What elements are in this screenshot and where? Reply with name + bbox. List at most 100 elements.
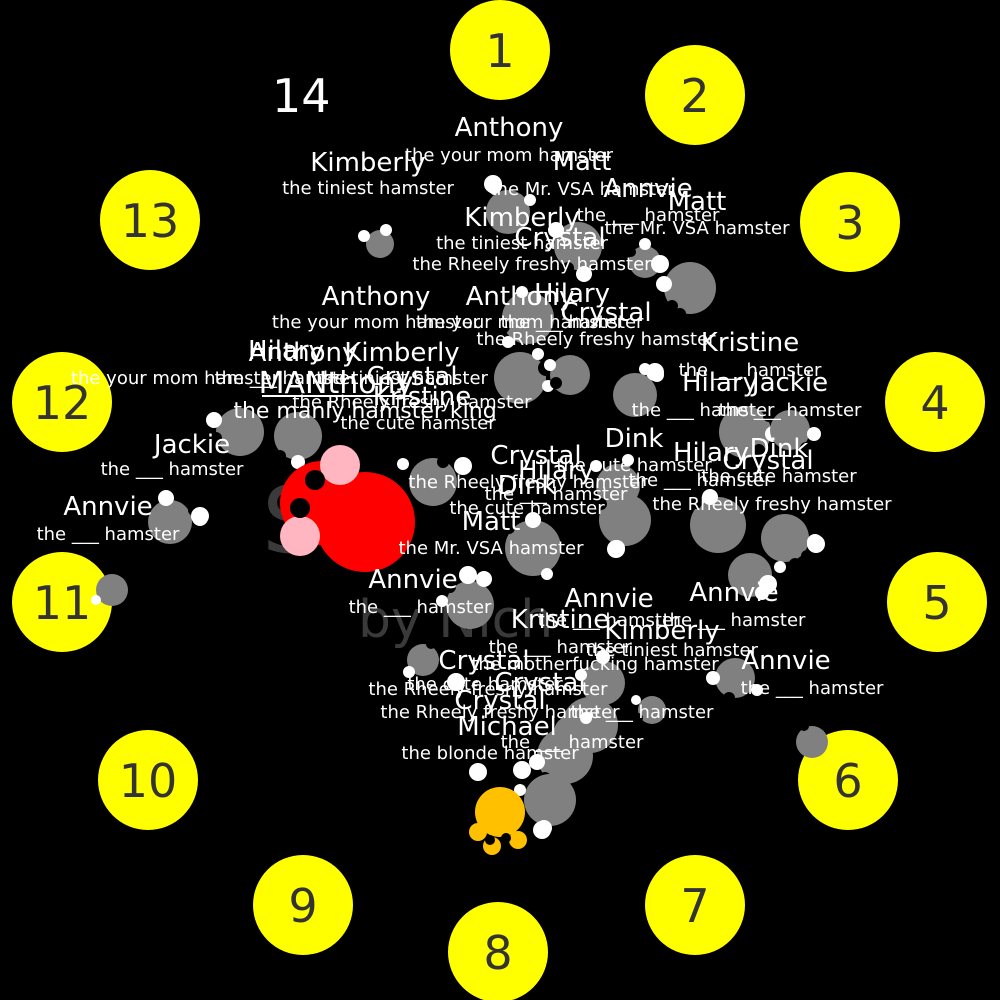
target-6[interactable]: 6 [798,730,898,830]
hamster-title: the ___ hamster [501,732,644,753]
hamster-ear [516,286,528,298]
hamster-body [216,408,264,456]
hamster-eye [753,444,765,456]
npc-hamster[interactable] [436,571,494,629]
target-circle[interactable] [253,855,353,955]
hamster-eye [723,692,735,704]
hamster-name: Hilary [673,438,749,468]
npc-hamster[interactable] [206,408,264,456]
npc-hamster[interactable] [656,262,716,320]
target-4[interactable]: 4 [885,352,985,452]
npc-hamster[interactable] [796,721,828,758]
hamster-name: Hilary [518,456,594,486]
npc-hamster[interactable] [690,489,746,553]
hamster-name: Crystal [560,298,651,328]
npc-hamster[interactable] [770,410,821,454]
target-circle[interactable] [100,170,200,270]
hamster-ear [514,784,526,796]
hamster-name: Crystal [366,362,457,392]
hamster-name: Crystal [454,686,545,716]
npc-hamster[interactable] [548,222,602,282]
target-circle[interactable] [645,45,745,145]
hamster-eye [579,657,591,669]
npc-hamster[interactable] [274,412,322,469]
player-hamster[interactable] [280,445,415,572]
target-7[interactable]: 7 [645,855,745,955]
target-number: 12 [33,376,92,430]
target-12[interactable]: 12 [12,352,112,452]
target-2[interactable]: 2 [645,45,745,145]
target-1[interactable]: 1 [450,0,550,100]
hamster-name: Anthony [455,113,564,143]
hamster-ear [191,507,209,525]
target-13[interactable]: 13 [100,170,200,270]
hamster-body [581,661,625,705]
target-circle[interactable] [448,902,548,1000]
npc-hamster[interactable] [358,224,394,258]
hamster-name: Crystal [514,223,605,253]
hamster-ear [533,821,551,839]
hamster-ear [436,595,448,607]
npc-hamster[interactable] [91,574,128,606]
target-circle[interactable] [98,730,198,830]
hamster-ear [206,412,222,428]
target-5[interactable]: 5 [887,552,987,652]
target-9[interactable]: 9 [253,855,353,955]
npc-hamster[interactable] [544,355,590,395]
hamster-title: the cute hamster [556,455,712,476]
hamster-body [446,581,494,629]
target-circle[interactable] [885,352,985,452]
npc-hamster[interactable] [626,238,661,278]
npc-hamster[interactable] [706,658,763,704]
target-8[interactable]: 8 [448,902,548,1000]
hamster-title: the Rheely freshy hamster [412,254,652,275]
target-circle[interactable] [800,172,900,272]
npc-hamster[interactable] [403,639,439,678]
hamster-eye [674,308,686,320]
npc-hamster[interactable] [494,286,554,348]
hamster-name: Kimberly [464,203,579,233]
hamster-body [494,352,546,404]
target-number: 3 [835,196,864,250]
hamster-ear [596,650,610,664]
target-circle[interactable] [887,552,987,652]
golden-ear [469,823,487,841]
target-circle[interactable] [798,730,898,830]
hamster-name: Hilary [682,368,758,398]
hamster-body [599,494,651,546]
target-number: 5 [922,576,951,630]
npc-hamster[interactable] [503,512,561,580]
target-circle[interactable] [12,552,112,652]
target-circle[interactable] [12,352,112,452]
target-10[interactable]: 10 [98,730,198,830]
target-circle[interactable] [450,0,550,100]
npc-hamster[interactable] [575,650,625,705]
npc-hamster[interactable] [554,712,592,748]
hamster-name: Dink [498,471,557,501]
player-ear [320,445,360,485]
target-3[interactable]: 3 [800,172,900,272]
hamster-title: the ___ hamster [489,637,632,658]
hamster-ear [590,460,602,472]
target-11[interactable]: 11 [12,552,112,652]
golden-hamster[interactable] [469,787,527,855]
hamster-name: Jackie [152,430,230,460]
npc-hamster[interactable] [631,695,666,724]
target-circle[interactable] [645,855,745,955]
